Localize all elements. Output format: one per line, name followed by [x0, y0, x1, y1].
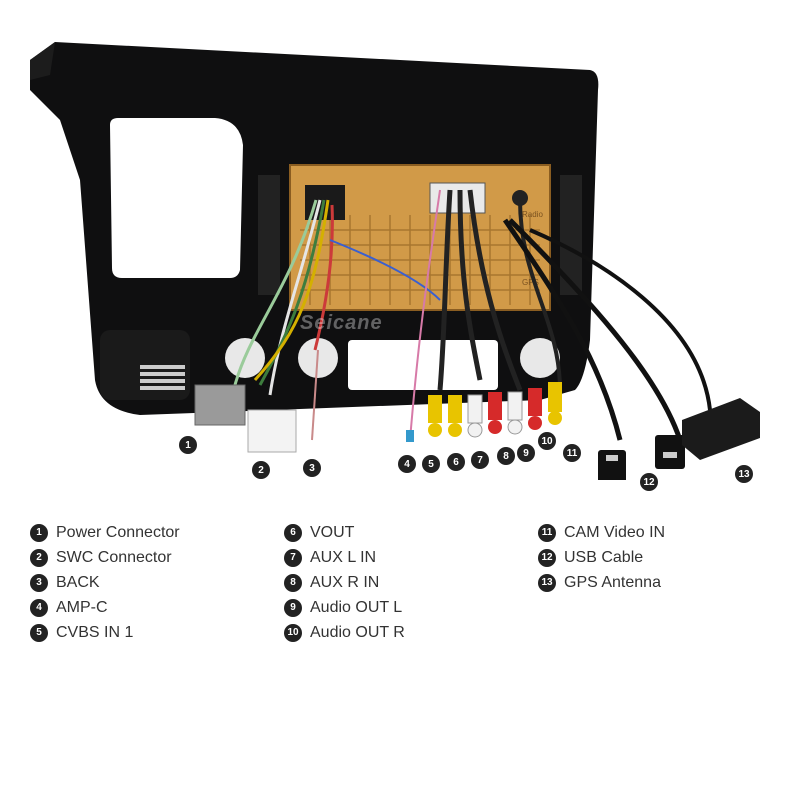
marker-11: 11 — [563, 444, 581, 462]
legend-item: 7 AUX L IN — [284, 545, 405, 570]
legend-label: BACK — [56, 573, 100, 591]
bezel-window — [110, 118, 243, 278]
legend-column-3: 11 CAM Video IN 12 USB Cable 13 GPS Antenna — [538, 520, 665, 595]
legend-item: 12 USB Cable — [538, 545, 665, 570]
legend-number: 5 — [30, 623, 48, 642]
legend-label: AMP-C — [56, 598, 108, 616]
legend-item: 13 GPS Antenna — [538, 570, 665, 595]
legend-item: 4 AMP-C — [30, 595, 180, 620]
legend-label: Power Connector — [56, 523, 180, 541]
legend-label: USB Cable — [564, 548, 644, 566]
legend-item: 2 SWC Connector — [30, 545, 180, 570]
marker-12: 12 — [640, 473, 658, 491]
legend-label: Audio OUT R — [310, 623, 405, 641]
marker-8: 8 — [497, 447, 515, 465]
marker-13: 13 — [735, 465, 753, 483]
marker-2: 2 — [252, 461, 270, 479]
legend-column-2: 6 VOUT 7 AUX L IN 8 AUX R IN 9 Audio OUT L 1… — [284, 520, 405, 645]
legend-number: 11 — [538, 523, 556, 542]
legend-number: 2 — [30, 548, 48, 567]
legend-number: 13 — [538, 573, 556, 592]
marker-10: 10 — [538, 432, 556, 450]
legend-item: 11 CAM Video IN — [538, 520, 665, 545]
legend-item: 10 Audio OUT R — [284, 620, 405, 645]
marker-5: 5 — [422, 455, 440, 473]
usb-plug-1 — [598, 450, 626, 490]
product-diagram: Radio GPS — [30, 42, 760, 491]
marker-6: 6 — [447, 453, 465, 471]
radio-unit-illustration: Radio GPS — [30, 42, 760, 490]
legend-number: 7 — [284, 548, 302, 567]
legend-label: Audio OUT L — [310, 598, 403, 616]
legend-item: 9 Audio OUT L — [284, 595, 405, 620]
legend-label: VOUT — [310, 523, 355, 541]
legend-label: AUX R IN — [310, 573, 380, 591]
marker-3: 3 — [303, 459, 321, 477]
legend-label: AUX L IN — [310, 548, 377, 566]
marker-4: 4 — [398, 455, 416, 473]
power-connector — [194, 384, 246, 426]
legend-item: 3 BACK — [30, 570, 180, 595]
watermark-text: Seicane — [300, 312, 383, 334]
gps-antenna — [682, 398, 760, 460]
marker-9: 9 — [517, 444, 535, 462]
legend-label: GPS Antenna — [564, 573, 661, 591]
marker-7: 7 — [471, 451, 489, 469]
radio-port-label: Radio — [522, 210, 543, 219]
legend-number: 12 — [538, 548, 556, 567]
legend-number: 3 — [30, 573, 48, 592]
legend-number: 6 — [284, 523, 302, 542]
legend-number: 4 — [30, 598, 48, 617]
legend-number: 9 — [284, 598, 302, 617]
legend-number: 1 — [30, 523, 48, 542]
marker-1: 1 — [179, 436, 197, 454]
legend-number: 8 — [284, 573, 302, 592]
legend-label: CAM Video IN — [564, 523, 666, 541]
legend-item: 1 Power Connector — [30, 520, 180, 545]
legend-item: 5 CVBS IN 1 — [30, 620, 180, 645]
swc-connector — [247, 409, 297, 453]
gps-port-label: GPS — [522, 278, 539, 287]
legend-label: SWC Connector — [56, 548, 172, 566]
legend-label: CVBS IN 1 — [56, 623, 134, 641]
legend-item: 8 AUX R IN — [284, 570, 405, 595]
legend-number: 10 — [284, 623, 302, 642]
legend-item: 6 VOUT — [284, 520, 405, 545]
